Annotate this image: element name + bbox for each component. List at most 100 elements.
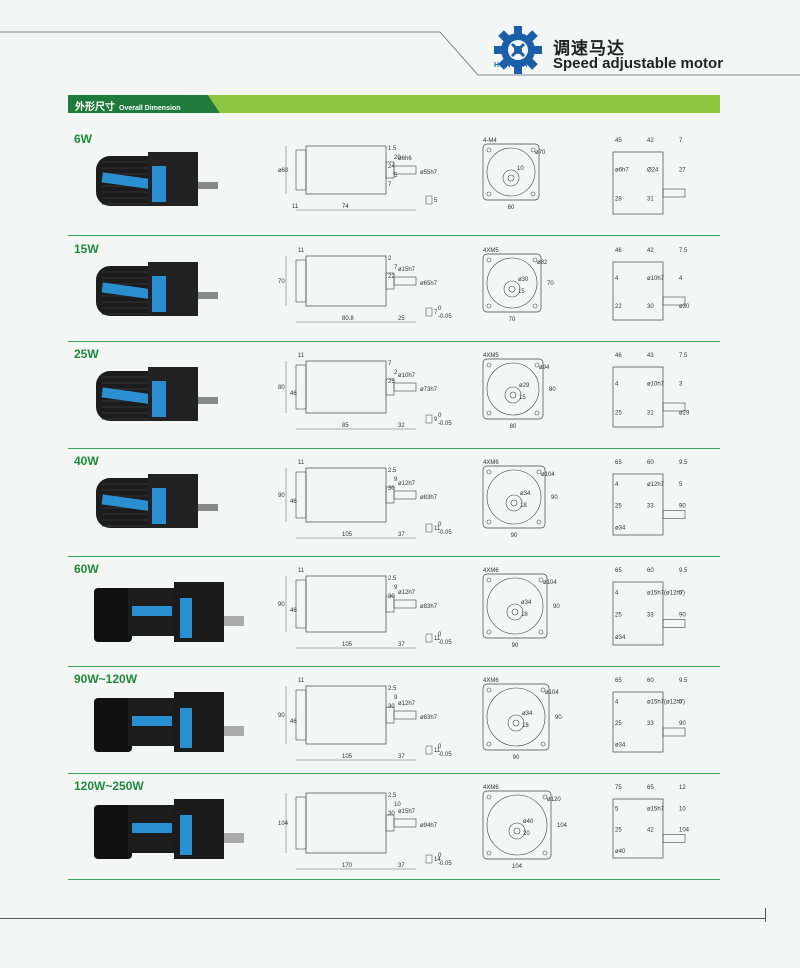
top-dim-label: 65	[647, 785, 654, 791]
motor-photo	[96, 367, 218, 421]
shaft-dim-label: 22	[388, 274, 395, 280]
power-rating-title: 40W	[74, 454, 99, 468]
top-dim-label: Ø24	[647, 167, 659, 173]
top-dim-label: ø15h7	[647, 806, 665, 812]
pcd-label: ø94	[539, 365, 550, 371]
footer-line	[0, 918, 765, 919]
shaft-dim-label: 7	[388, 182, 392, 188]
front-height-label: 90	[551, 495, 558, 501]
top-dim-label: ø29	[679, 410, 690, 416]
shaft-dim-label: 10	[394, 802, 401, 808]
length-dim-label: 11	[298, 460, 305, 466]
row-divider	[68, 341, 720, 342]
outer-diameter-label: 90	[278, 713, 285, 719]
front-width-label: 90	[513, 755, 520, 761]
inner-diameter-label: 46	[290, 391, 297, 397]
front-offset-label: ø34	[521, 600, 532, 606]
front-offset-label: 10	[517, 166, 524, 172]
top-dim-label: 43	[647, 353, 654, 359]
top-dim-label: 7.5	[679, 353, 688, 359]
top-dim-label: 7	[679, 138, 683, 144]
top-dim-label: 75	[615, 785, 622, 791]
outer-diameter-label: 90	[278, 602, 285, 608]
top-dim-label: 60	[647, 678, 654, 684]
top-dim-label: 4	[615, 590, 619, 596]
shaft-diameter-label: ø6h6	[398, 156, 412, 162]
gear-logo-icon	[494, 26, 542, 74]
key-dim-label: 0	[438, 413, 442, 419]
front-offset-label: ø30	[518, 277, 529, 283]
length-dim-label: 11	[298, 568, 305, 574]
motor-photo	[94, 799, 244, 859]
shaft-diameter-label: ø12h7	[398, 481, 416, 487]
top-dim-label: ø30	[679, 304, 690, 310]
flange-diameter-label: ø83h7	[420, 604, 438, 610]
front-height-label: 90	[555, 715, 562, 721]
pcd-label: ø104	[541, 472, 555, 478]
power-rating-title: 15W	[74, 242, 99, 256]
row-divider	[68, 235, 720, 236]
front-width-label: 90	[512, 643, 519, 649]
motor-photo	[96, 474, 218, 528]
top-dim-label: 10	[679, 806, 686, 812]
length-dim-label: 85	[342, 423, 349, 429]
flange-diameter-label: ø83h7	[420, 715, 438, 721]
inner-diameter-label: 46	[290, 719, 297, 725]
flange-diameter-label: ø65h7	[420, 281, 438, 287]
top-dim-label: 12	[679, 785, 686, 791]
top-dim-label: 45	[615, 138, 622, 144]
key-dim-label: -0.05	[438, 861, 452, 867]
shaft-dim-label: 2.5	[388, 686, 397, 692]
front-offset-label: 18	[521, 612, 528, 618]
shaft-dim-label: 2.5	[388, 793, 397, 799]
length-dim-label: 11	[298, 678, 305, 684]
front-offset-label: ø40	[523, 819, 534, 825]
top-dim-label: 4	[679, 276, 683, 282]
mount-hole-label: 4XM6	[483, 460, 499, 466]
top-dim-label: 33	[647, 504, 654, 510]
shaft-dim-label: 9	[394, 477, 398, 483]
outer-diameter-label: 90	[278, 493, 285, 499]
front-width-label: 80	[510, 424, 517, 430]
shaft-dim-label: 9	[394, 695, 398, 701]
inner-diameter-label: 46	[290, 608, 297, 614]
top-dim-label: 46	[615, 353, 622, 359]
power-rating-title: 120W~250W	[74, 779, 144, 793]
brand-name: HONGDAO	[494, 62, 535, 69]
section-title-en: Overall Dimension	[119, 105, 181, 112]
top-dim-label: 65	[615, 568, 622, 574]
row-divider	[68, 556, 720, 557]
key-dim-label: 0	[438, 853, 442, 859]
shaft-diameter-label: ø12h7	[398, 590, 416, 596]
length-dim-label: 37	[398, 642, 405, 648]
top-dim-label: 31	[647, 410, 654, 416]
header-decoration	[0, 31, 800, 76]
front-width-label: 70	[509, 317, 516, 323]
key-dim-label: 11	[434, 636, 441, 642]
page-title-cn: 调速马达	[553, 39, 625, 59]
shaft-dim-label: 25	[388, 379, 395, 385]
top-dim-label: 5	[679, 482, 683, 488]
key-dim-label: -0.05	[438, 530, 452, 536]
length-dim-label: 37	[398, 754, 405, 760]
pcd-label: ø120	[547, 797, 561, 803]
front-height-label: 80	[549, 387, 556, 393]
top-dim-label: 22	[615, 304, 622, 310]
mount-hole-label: 4-M4	[483, 138, 497, 144]
mount-hole-label: 4XM5	[483, 248, 499, 254]
length-dim-label: 80.8	[342, 316, 354, 322]
pcd-label: ø70	[535, 150, 546, 156]
top-dim-label: 7.5	[679, 248, 688, 254]
front-offset-label: 20	[523, 831, 530, 837]
top-dim-label: 4	[615, 700, 619, 706]
